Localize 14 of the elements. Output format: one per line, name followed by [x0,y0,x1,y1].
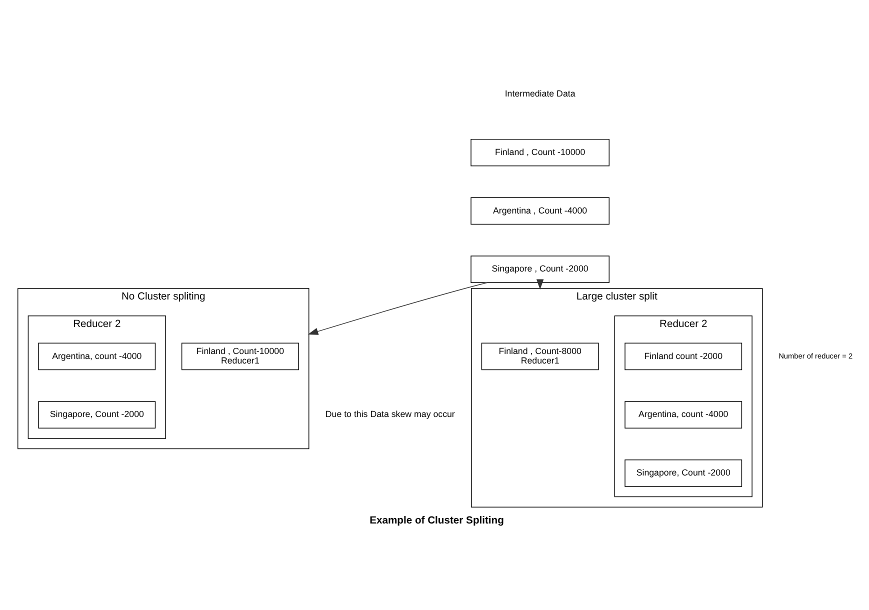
node-label: Due to this Data skew may occur [324,408,454,419]
node-box: Finland count -2000 [624,342,742,370]
label: Intermediate Data [504,88,575,98]
label: Number of reducer = 2 [778,350,852,360]
node-box: Singapore, Count -2000 [38,400,156,428]
node-box: Argentina, count -4000 [38,342,156,370]
node-box: Finland , Count-10000 Reducer1 [180,342,298,370]
node-box: Argentina, count -4000 [624,400,742,428]
node-box: Argentina , Count -4000 [470,196,609,224]
node-box: Finland , Count-8000 Reducer1 [480,342,598,370]
arrow [536,278,544,290]
node-box: Singapore, Count -2000 [624,459,742,486]
node-box: Finland , Count -10000 [470,138,609,166]
caption: Example of Cluster Spliting [369,515,504,526]
